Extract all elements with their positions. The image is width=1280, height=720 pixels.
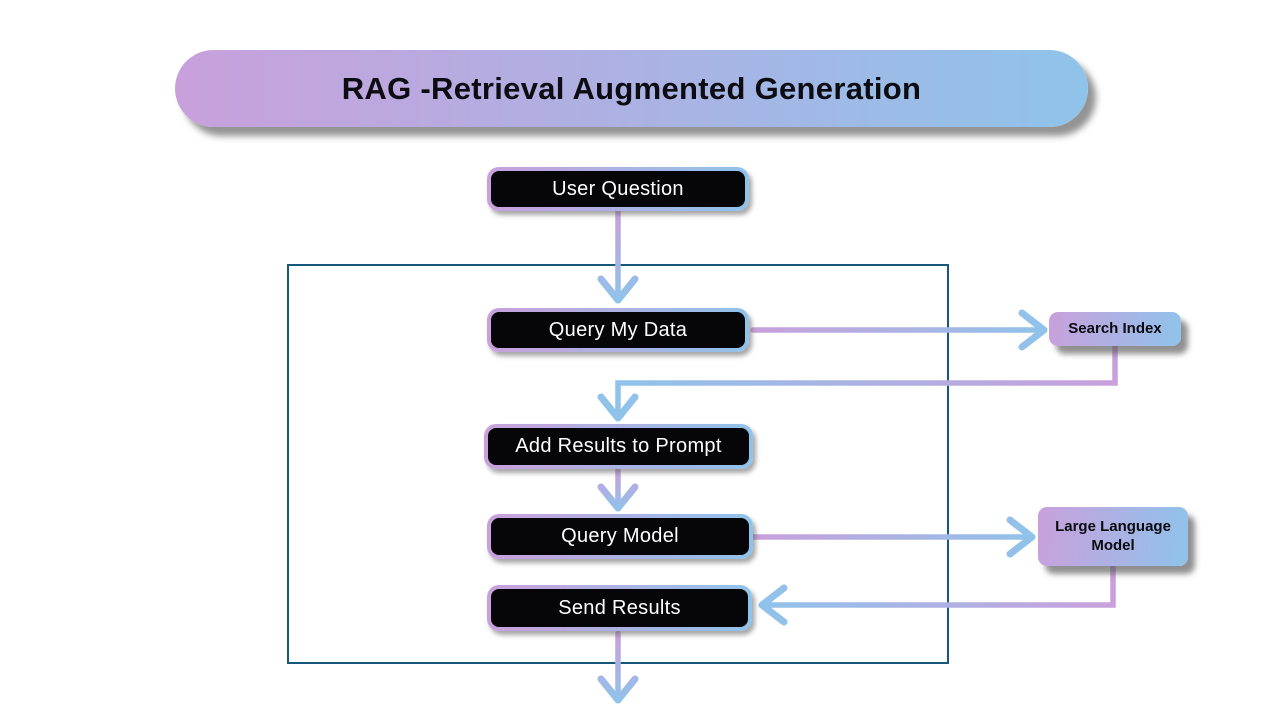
arrowhead-right-search-index [1018,309,1048,351]
node-send-results: Send Results [487,585,752,631]
arrowhead-down-output [597,675,639,704]
node-large-language-model: Large Language Model [1038,507,1188,566]
node-query-model-label: Query Model [561,525,679,547]
node-send-results-label: Send Results [558,596,681,619]
arrowhead-down-query-model [597,483,639,512]
node-send-results-body: Send Results [491,589,748,627]
node-query-my-data-body: Query My Data [491,312,745,348]
node-search-index-label: Search Index [1068,319,1162,337]
connector-search-index-to-add-results [615,343,1118,417]
page-title: RAG -Retrieval Augmented Generation [341,70,922,106]
node-add-results-to-prompt: Add Results to Prompt [484,424,753,469]
node-large-language-model-label: Large Language Model [1055,517,1171,554]
node-query-model-body: Query Model [491,518,749,555]
node-add-results-to-prompt-body: Add Results to Prompt [488,428,749,465]
node-search-index: Search Index [1049,312,1181,346]
title-banner: RAG -Retrieval Augmented Generation [175,50,1088,127]
node-add-results-to-prompt-label: Add Results to Prompt [515,435,722,457]
node-user-question-body: User Question [491,171,745,207]
node-query-my-data-label: Query My Data [548,318,688,341]
node-user-question-label: User Question [552,177,684,200]
arrowhead-left-send-results [758,584,788,626]
arrowhead-down-add-results [597,393,639,422]
arrowhead-down-query-my-data [597,275,639,304]
node-query-model: Query Model [487,514,753,559]
connector-llm-to-send-results [763,563,1116,608]
arrowhead-right-llm [1006,516,1036,558]
node-query-my-data: Query My Data [487,308,749,352]
node-user-question: User Question [487,167,749,211]
